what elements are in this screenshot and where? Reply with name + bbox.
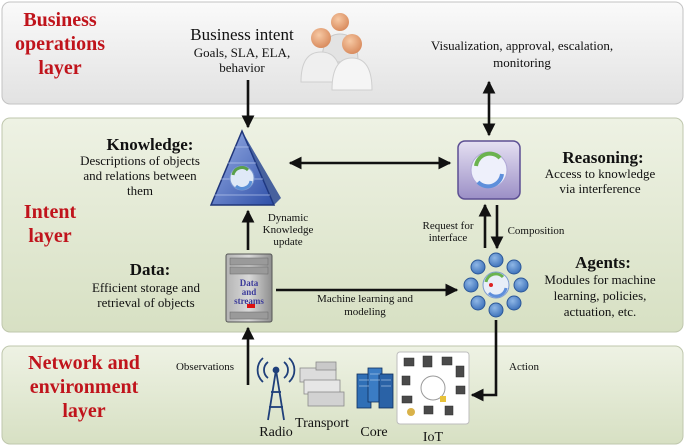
radio-tower-icon [256, 357, 296, 421]
reasoning-title: Reasoning: [562, 148, 643, 167]
core-servers-icon [356, 367, 394, 409]
radio-label: Radio [259, 425, 292, 440]
knowledge-title: Knowledge: [107, 135, 194, 154]
visualization-text: Visualization, approval, escalation,moni… [431, 38, 613, 70]
data-title: Data: [130, 260, 171, 279]
agents-cluster-icon [463, 252, 529, 318]
arrow-agents-to-iot [470, 320, 498, 402]
knowledge-pyramid-icon [209, 129, 281, 206]
transport-label: Transport [295, 416, 349, 431]
iot-label: IoT [423, 430, 444, 445]
business-intent-detail: Goals, SLA, ELA,behavior [194, 45, 290, 75]
reasoning-icon [457, 140, 521, 200]
agents-title: Agents: [575, 253, 631, 272]
composition-label: Composition [508, 225, 565, 237]
transport-equipment-icon [299, 361, 345, 407]
observations-label: Observations [176, 361, 234, 373]
people-icon [300, 13, 373, 91]
action-label: Action [509, 361, 539, 373]
data-server-icon [225, 253, 273, 323]
core-label: Core [360, 425, 387, 440]
business-intent-title: Business intent [190, 25, 294, 44]
iot-devices-icon [396, 351, 470, 425]
